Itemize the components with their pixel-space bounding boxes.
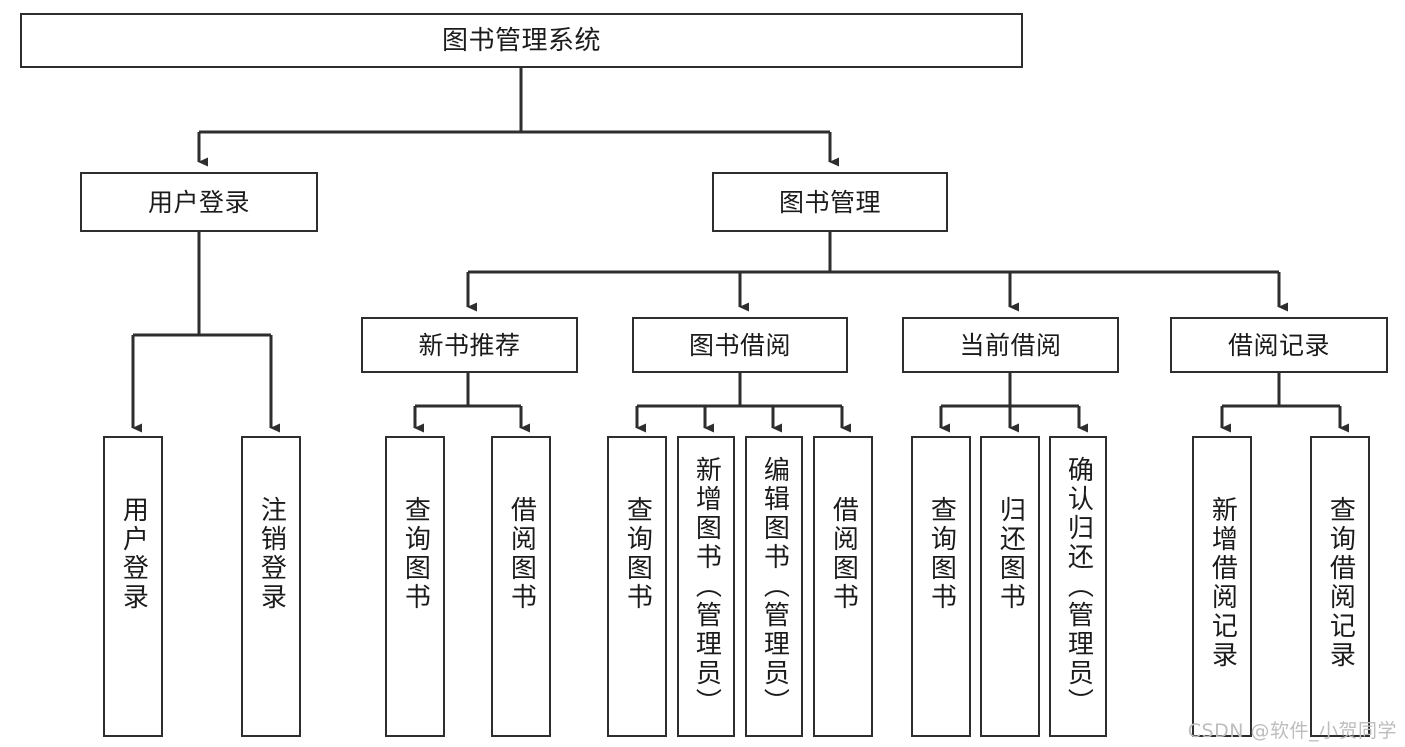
node-label: 新增借阅记录	[1207, 496, 1238, 670]
leaf-borrow-book[interactable]: 借阅图书	[813, 436, 873, 737]
node-label: 借阅图书	[828, 496, 859, 612]
node-root-system[interactable]: 图书管理系统	[20, 13, 1023, 68]
node-label: 归还图书	[995, 496, 1026, 612]
node-borrow-record[interactable]: 借阅记录	[1170, 317, 1388, 373]
leaf-confirm-return[interactable]: 确认归还（管理员）	[1049, 436, 1107, 737]
leaf-query-book-current[interactable]: 查询图书	[911, 436, 971, 737]
node-label: 新书推荐	[418, 330, 521, 360]
node-label: 新增图书（管理员）	[691, 456, 722, 717]
leaf-borrow-book-recommend[interactable]: 借阅图书	[491, 436, 551, 737]
node-new-book-recommend[interactable]: 新书推荐	[361, 317, 578, 373]
node-label: 注销登录	[256, 496, 287, 612]
leaf-query-book-recommend[interactable]: 查询图书	[385, 436, 445, 737]
node-label: 查询借阅记录	[1325, 496, 1356, 670]
node-label: 查询图书	[622, 496, 653, 612]
csdn-watermark: CSDN @软件_小贺同学	[1187, 720, 1397, 742]
leaf-logout-login[interactable]: 注销登录	[241, 436, 301, 737]
leaf-user-login[interactable]: 用户登录	[103, 436, 163, 737]
node-label: 查询图书	[926, 496, 957, 612]
node-label: 图书借阅	[688, 330, 791, 360]
node-label: 确认归还（管理员）	[1063, 456, 1094, 717]
node-current-borrow[interactable]: 当前借阅	[902, 317, 1119, 373]
node-label: 图书管理	[778, 187, 881, 217]
leaf-add-borrow-record[interactable]: 新增借阅记录	[1192, 436, 1252, 737]
leaf-return-book[interactable]: 归还图书	[980, 436, 1040, 737]
node-label: 当前借阅	[959, 330, 1062, 360]
leaf-query-book-borrow[interactable]: 查询图书	[607, 436, 667, 737]
node-book-borrow[interactable]: 图书借阅	[632, 317, 848, 373]
node-book-manage[interactable]: 图书管理	[712, 172, 948, 232]
leaf-edit-book[interactable]: 编辑图书（管理员）	[745, 436, 803, 737]
node-label: 查询图书	[400, 496, 431, 612]
node-user-login[interactable]: 用户登录	[80, 172, 318, 232]
node-label: 借阅图书	[506, 496, 537, 612]
node-label: 用户登录	[118, 496, 149, 612]
leaf-add-book[interactable]: 新增图书（管理员）	[677, 436, 735, 737]
node-label: 借阅记录	[1227, 330, 1330, 360]
node-label: 编辑图书（管理员）	[759, 456, 790, 717]
node-label: 图书管理系统	[441, 25, 601, 56]
node-label: 用户登录	[147, 187, 250, 217]
leaf-query-borrow-record[interactable]: 查询借阅记录	[1310, 436, 1370, 737]
